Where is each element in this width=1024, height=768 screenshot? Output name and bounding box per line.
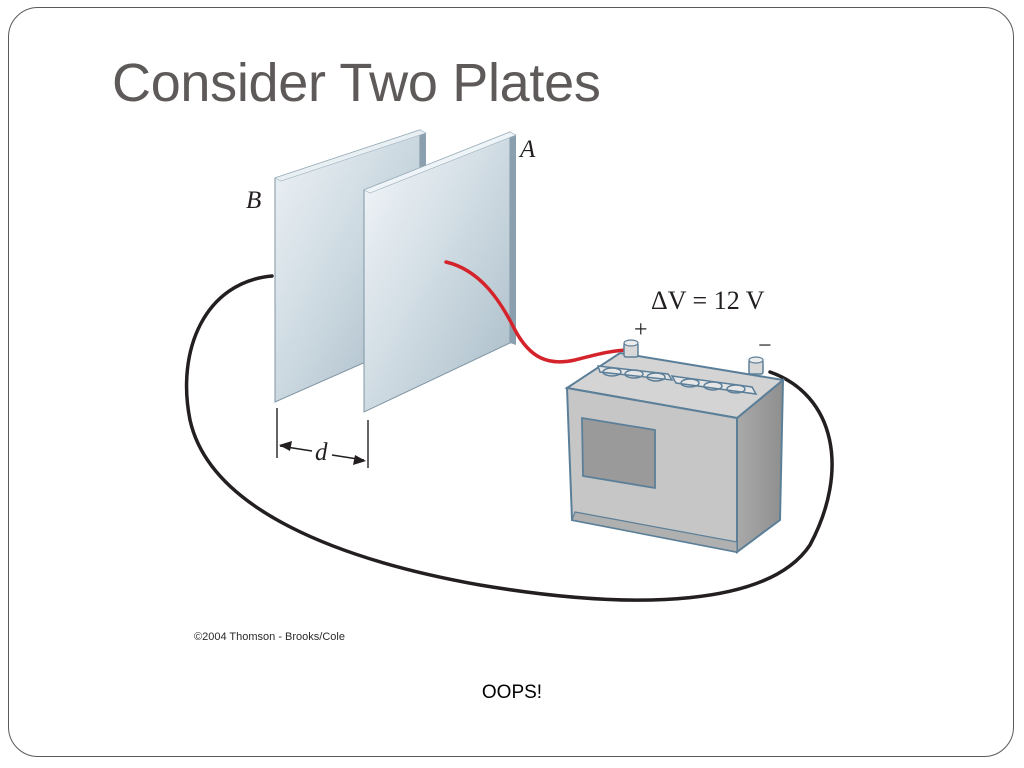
footer-note: OOPS! (481, 682, 543, 703)
plate-a-label: A (518, 136, 536, 163)
voltage-label: ΔV = 12 V (651, 286, 765, 315)
positive-wire (444, 260, 632, 364)
slide-title: Consider Two Plates (112, 53, 601, 113)
slide-frame (8, 7, 1014, 757)
separation-label: d (315, 439, 328, 466)
positive-terminal-label: + (634, 317, 648, 343)
negative-terminal-label: − (758, 333, 772, 359)
plate-b-label: B (246, 187, 261, 214)
plate-a (363, 131, 517, 413)
battery (564, 339, 786, 554)
negative-wire (184, 274, 834, 602)
copyright-note: ©2004 Thomson - Brooks/Cole (194, 631, 345, 643)
separation-dimension (276, 408, 369, 468)
